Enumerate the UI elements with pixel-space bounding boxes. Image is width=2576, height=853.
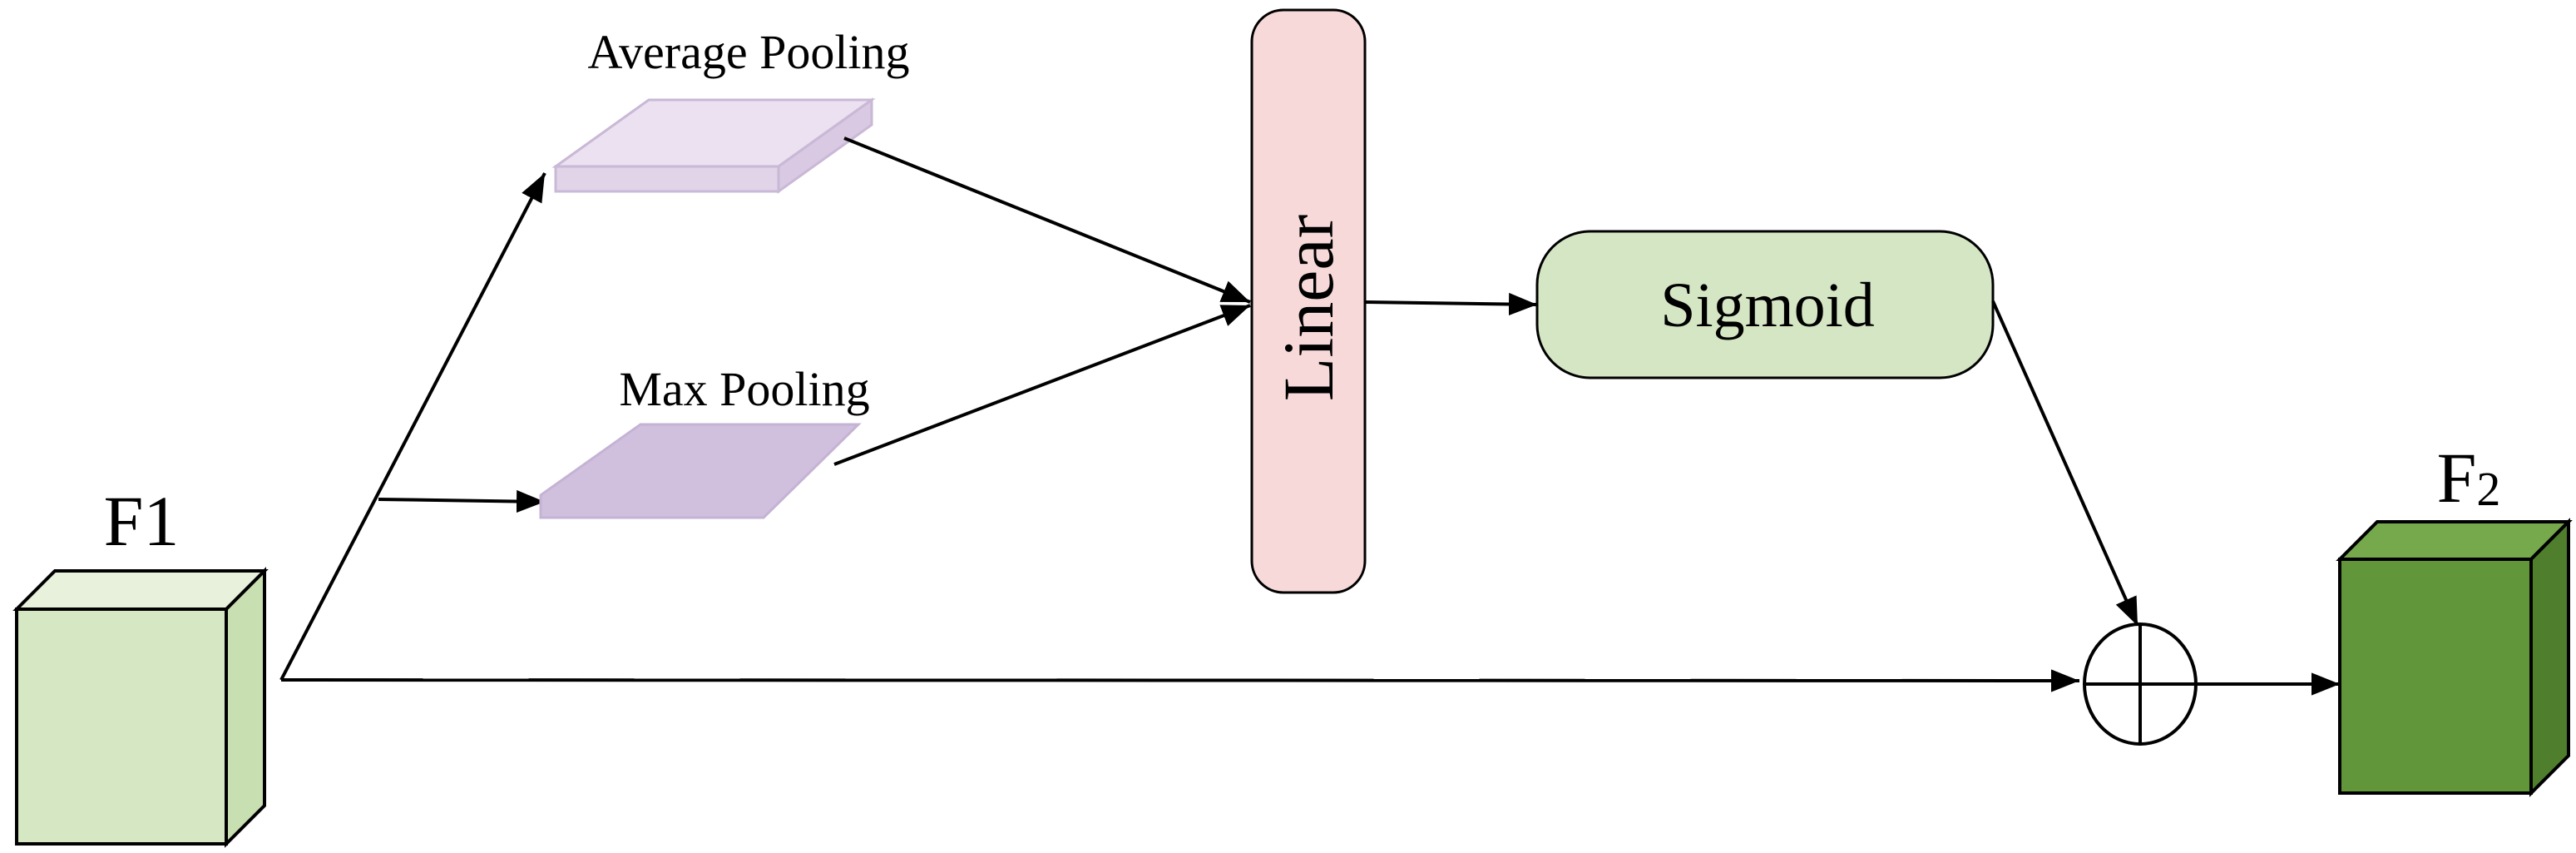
input-feature-cube — [12, 567, 269, 848]
input-label: F1 — [104, 481, 180, 561]
input-cube-front — [15, 608, 228, 846]
average-pooling-block — [551, 97, 876, 194]
sigmoid-to-add-arrow — [1991, 300, 2139, 627]
output-label-subscript: 2 — [2476, 462, 2500, 516]
input-cube-side — [225, 567, 266, 848]
input-cube-top — [12, 569, 269, 611]
linear-label: Linear — [1268, 215, 1348, 401]
circled-plus-icon — [2083, 622, 2198, 746]
branch-to-max-pool-arrow — [378, 489, 546, 513]
output-label: F2 — [2437, 438, 2501, 518]
pool-to-linear-connections — [833, 136, 1251, 466]
max-pooling-label: Max Pooling — [619, 362, 869, 416]
avg-pool-front — [554, 165, 780, 193]
output-cube-side — [2529, 518, 2570, 797]
output-cube-front — [2338, 558, 2533, 795]
output-feature-cube — [2336, 518, 2573, 797]
output-label-main: F — [2437, 438, 2477, 518]
max-pooling-block — [539, 423, 862, 519]
input-connections — [279, 172, 2080, 692]
linear-block — [1250, 8, 1367, 594]
output-cube-top — [2336, 520, 2573, 561]
average-pooling-label: Average Pooling — [587, 25, 909, 79]
input-upper-branch-arrow — [279, 172, 546, 681]
max-pool-to-linear-arrow — [833, 304, 1251, 466]
residual-path-arrow — [280, 669, 2080, 692]
linear-to-sigmoid-arrow — [1364, 292, 1538, 316]
avg-pool-to-linear-arrow — [843, 136, 1251, 304]
sigmoid-label: Sigmoid — [1660, 270, 1875, 340]
